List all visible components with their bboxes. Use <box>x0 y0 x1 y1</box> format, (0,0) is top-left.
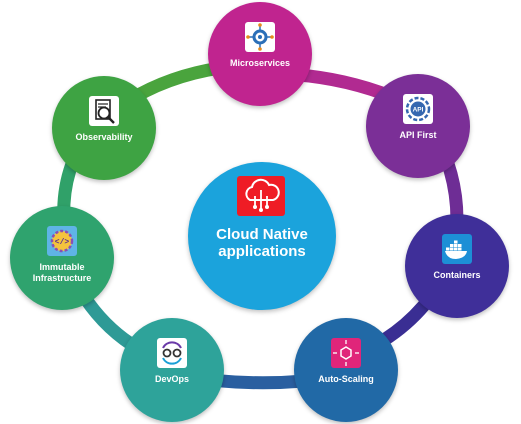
node-immutable-infrastructure: </> Immutable Infrastructure <box>10 206 114 310</box>
center-title: Cloud Native applications <box>188 226 336 260</box>
node-label: Observability <box>75 132 133 142</box>
node-microservices: Microservices <box>208 2 312 106</box>
svg-text:API: API <box>413 107 424 114</box>
node-devops: DevOps <box>120 318 224 422</box>
center-title-line1: Cloud Native <box>216 226 308 243</box>
code-gear-icon: </> <box>47 226 77 256</box>
api-icon: API <box>403 94 433 124</box>
node-containers: Containers <box>405 214 509 318</box>
node-label: API First <box>399 130 437 140</box>
scaling-cube-icon <box>331 338 361 368</box>
node-label: Auto-Scaling <box>318 374 374 384</box>
node-label: Containers <box>433 270 481 280</box>
gear-network-icon <box>245 22 275 52</box>
svg-text:</>: </> <box>55 238 70 247</box>
cloud-network-icon <box>237 176 285 216</box>
node-label: Immutable Infrastructure <box>32 262 92 283</box>
center-hub: Cloud Native applications <box>188 162 336 310</box>
magnifier-document-icon <box>89 96 119 126</box>
node-auto-scaling: Auto-Scaling <box>294 318 398 422</box>
docker-whale-icon <box>442 234 472 264</box>
center-title-line2: applications <box>218 243 306 260</box>
node-label: DevOps <box>154 374 189 384</box>
node-api-first: API API First <box>366 74 470 178</box>
node-observability: Observability <box>52 76 156 180</box>
node-label: Microservices <box>229 58 291 68</box>
devops-cycle-icon <box>157 338 187 368</box>
